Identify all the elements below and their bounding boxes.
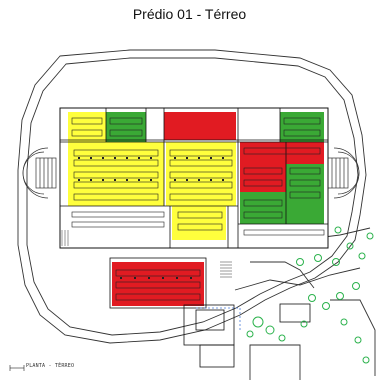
site-boundary — [17, 49, 376, 380]
zone-yellow — [68, 112, 236, 240]
scale-bar — [9, 365, 25, 371]
workstation-rows — [71, 117, 325, 301]
plan-caption: PLANTA - TÉRREO — [26, 363, 75, 369]
entrance-marker — [196, 307, 241, 330]
zone-red — [112, 112, 324, 306]
chairs — [78, 157, 224, 279]
east-pavilion — [327, 147, 360, 199]
trees — [246, 226, 374, 364]
floor-plan-title: Prédio 01 - Térreo — [132, 6, 247, 22]
zone-green — [106, 112, 324, 224]
interior-walls — [60, 108, 328, 368]
west-pavilion — [22, 147, 57, 199]
stairs — [61, 230, 232, 278]
